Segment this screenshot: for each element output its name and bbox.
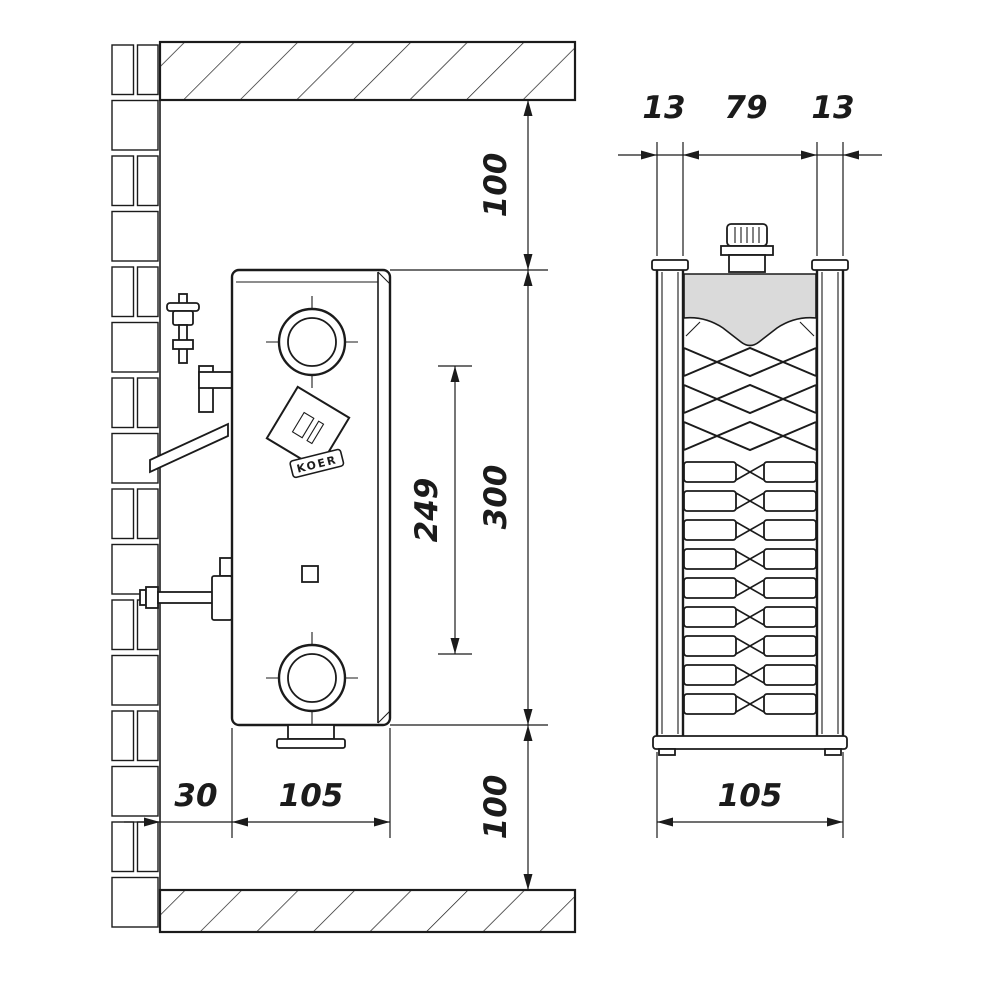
dimensions-section-view: 13 79 13 105 bbox=[618, 90, 882, 838]
dim-left-panel: 13 bbox=[642, 90, 685, 126]
dim-right-panel: 13 bbox=[811, 90, 854, 126]
drain-stub bbox=[276, 724, 346, 749]
connection-port-bottom bbox=[266, 632, 358, 724]
dim-core-width: 79 bbox=[724, 90, 767, 126]
base-plate bbox=[652, 735, 848, 756]
dim-bottom-clearance: 100 bbox=[478, 775, 514, 840]
radiator-section-view bbox=[651, 223, 849, 756]
dim-top-clearance: 100 bbox=[478, 153, 514, 218]
convector-fins bbox=[683, 346, 817, 715]
floor-beam bbox=[158, 888, 577, 934]
brick-wall bbox=[111, 44, 159, 928]
panel-left bbox=[651, 259, 689, 740]
dimensions-side-view: 100 300 249 100 30 105 bbox=[124, 100, 548, 890]
air-vent-valve bbox=[720, 223, 774, 273]
dim-total-depth: 105 bbox=[718, 778, 783, 814]
radiator-side-view: KOER bbox=[230, 268, 392, 749]
mounting-bracket-top bbox=[149, 293, 233, 474]
type-label-square bbox=[301, 565, 319, 583]
dim-connection-spacing: 249 bbox=[409, 478, 445, 543]
koer-logo: KOER bbox=[265, 385, 351, 479]
dim-depth: 105 bbox=[279, 778, 344, 814]
dim-radiator-height: 300 bbox=[478, 465, 514, 530]
dim-wall-offset: 30 bbox=[174, 778, 217, 814]
ceiling-beam bbox=[158, 40, 577, 102]
water-header bbox=[683, 273, 817, 347]
connection-port-top bbox=[266, 296, 358, 388]
panel-right bbox=[811, 259, 849, 740]
